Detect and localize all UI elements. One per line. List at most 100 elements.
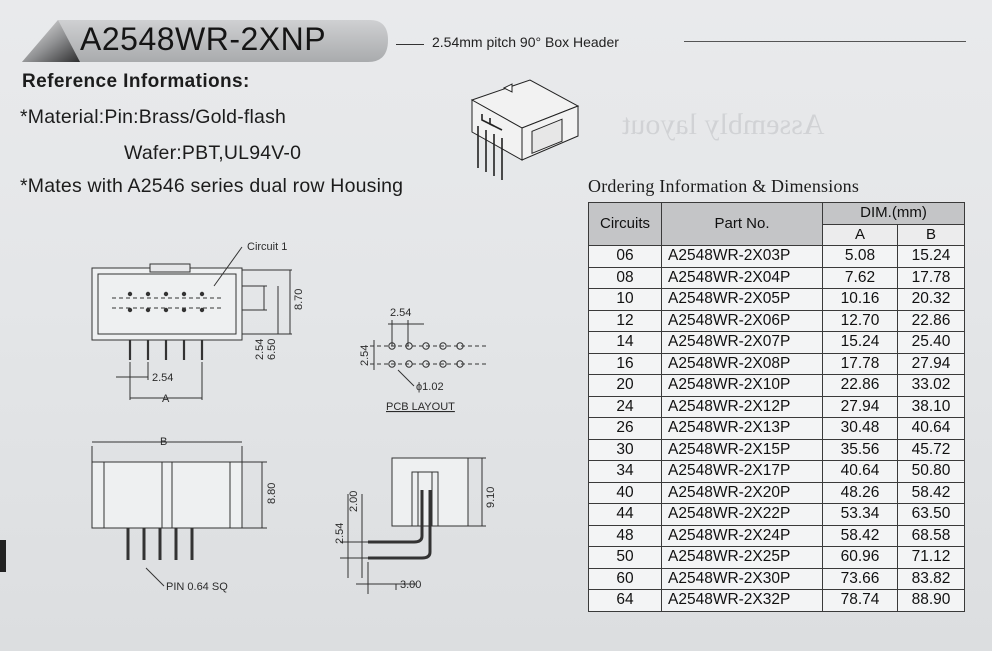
cell-circuits: 06 (588, 245, 662, 268)
cell-circuits: 26 (588, 417, 662, 440)
dim-8-70: 8.70 (293, 289, 305, 310)
cell-dim-b: 25.40 (897, 331, 965, 354)
header-dim: DIM.(mm) (822, 202, 965, 225)
cell-part-no: A2548WR-2X07P (661, 331, 823, 354)
header-part-no: Part No. (661, 202, 823, 246)
title-rule-left (396, 44, 424, 45)
pin-size-label: PIN 0.64 SQ (166, 581, 228, 593)
bottom-view-drawing: B 8.80 PIN 0.64 SQ (91, 436, 278, 593)
title-rule-right (684, 41, 966, 42)
dim-8-80: 8.80 (266, 483, 278, 504)
cell-part-no: A2548WR-2X08P (661, 352, 823, 375)
cell-circuits: 64 (588, 589, 662, 612)
mates-line: *Mates with A2546 series dual row Housin… (20, 175, 404, 197)
dim-2-54-vertical: 2.54 (254, 339, 266, 360)
cell-dim-a: 10.16 (822, 288, 898, 311)
cell-part-no: A2548WR-2X06P (661, 309, 823, 332)
cell-dim-a: 58.42 (822, 524, 898, 547)
cell-circuits: 50 (588, 546, 662, 569)
reference-heading: Reference Informations: (22, 71, 250, 92)
cell-dim-b: 50.80 (897, 460, 965, 483)
cell-dim-a: 17.78 (822, 352, 898, 375)
cell-dim-b: 20.32 (897, 288, 965, 311)
front-view-drawing: Circuit 1 8.70 2.54 6.50 2.54 A (91, 241, 305, 405)
pcb-layout-label: PCB LAYOUT (386, 401, 455, 413)
cell-dim-b: 40.64 (897, 417, 965, 440)
cell-part-no: A2548WR-2X32P (661, 589, 823, 612)
cell-dim-a: 48.26 (822, 481, 898, 504)
side-dim-3-00: 3.00 (400, 579, 421, 591)
cell-dim-b: 22.86 (897, 309, 965, 332)
cell-dim-b: 68.58 (897, 524, 965, 547)
watermark-text: Assembly layout (622, 108, 825, 141)
cell-part-no: A2548WR-2X10P (661, 374, 823, 397)
header-dim-b: B (897, 223, 965, 246)
page-title: A2548WR-2XNP (80, 21, 327, 57)
cell-dim-a: 7.62 (822, 266, 898, 289)
cell-part-no: A2548WR-2X12P (661, 395, 823, 418)
cell-circuits: 34 (588, 460, 662, 483)
cell-circuits: 60 (588, 567, 662, 590)
cell-circuits: 44 (588, 503, 662, 526)
cell-dim-b: 17.78 (897, 266, 965, 289)
cell-dim-a: 15.24 (822, 331, 898, 354)
cell-part-no: A2548WR-2X13P (661, 417, 823, 440)
cell-circuits: 20 (588, 374, 662, 397)
cell-dim-b: 71.12 (897, 546, 965, 569)
cell-dim-b: 33.02 (897, 374, 965, 397)
circuit-1-label: Circuit 1 (247, 241, 287, 253)
wafer-line: Wafer:PBT,UL94V-0 (124, 142, 302, 164)
cell-part-no: A2548WR-2X25P (661, 546, 823, 569)
side-dim-2-54: 2.54 (334, 523, 346, 544)
triangle-logo-icon (22, 20, 80, 62)
cell-dim-a: 40.64 (822, 460, 898, 483)
cell-part-no: A2548WR-2X15P (661, 438, 823, 461)
side-dim-2-00: 2.00 (348, 491, 360, 512)
cell-circuits: 48 (588, 524, 662, 547)
dim-6-50: 6.50 (266, 339, 278, 360)
dim-a: A (162, 393, 170, 405)
pcb-layout-drawing: 2.54 2.54 ϕ1.02 PCB LAYOUT (359, 307, 486, 413)
cell-dim-a: 5.08 (822, 245, 898, 268)
cell-circuits: 30 (588, 438, 662, 461)
cell-circuits: 40 (588, 481, 662, 504)
cell-dim-a: 30.48 (822, 417, 898, 440)
header-dim-a: A (822, 223, 898, 246)
cell-circuits: 24 (588, 395, 662, 418)
cell-dim-a: 35.56 (822, 438, 898, 461)
cell-dim-a: 22.86 (822, 374, 898, 397)
cell-dim-a: 78.74 (822, 589, 898, 612)
cell-dim-b: 83.82 (897, 567, 965, 590)
cell-part-no: A2548WR-2X05P (661, 288, 823, 311)
cell-dim-a: 60.96 (822, 546, 898, 569)
cell-part-no: A2548WR-2X30P (661, 567, 823, 590)
cell-part-no: A2548WR-2X24P (661, 524, 823, 547)
cell-dim-a: 27.94 (822, 395, 898, 418)
pcb-pitch-side: 2.54 (359, 345, 371, 366)
cell-dim-a: 73.66 (822, 567, 898, 590)
side-dim-9-10: 9.10 (485, 487, 496, 508)
material-line: *Material:Pin:Brass/Gold-flash (20, 106, 287, 128)
cell-part-no: A2548WR-2X03P (661, 245, 823, 268)
page-subtitle: 2.54mm pitch 90° Box Header (432, 34, 619, 50)
cell-circuits: 08 (588, 266, 662, 289)
dim-2-54-horizontal: 2.54 (152, 372, 173, 384)
table-caption: Ordering Information & Dimensions (588, 176, 860, 196)
cell-dim-b: 27.94 (897, 352, 965, 375)
